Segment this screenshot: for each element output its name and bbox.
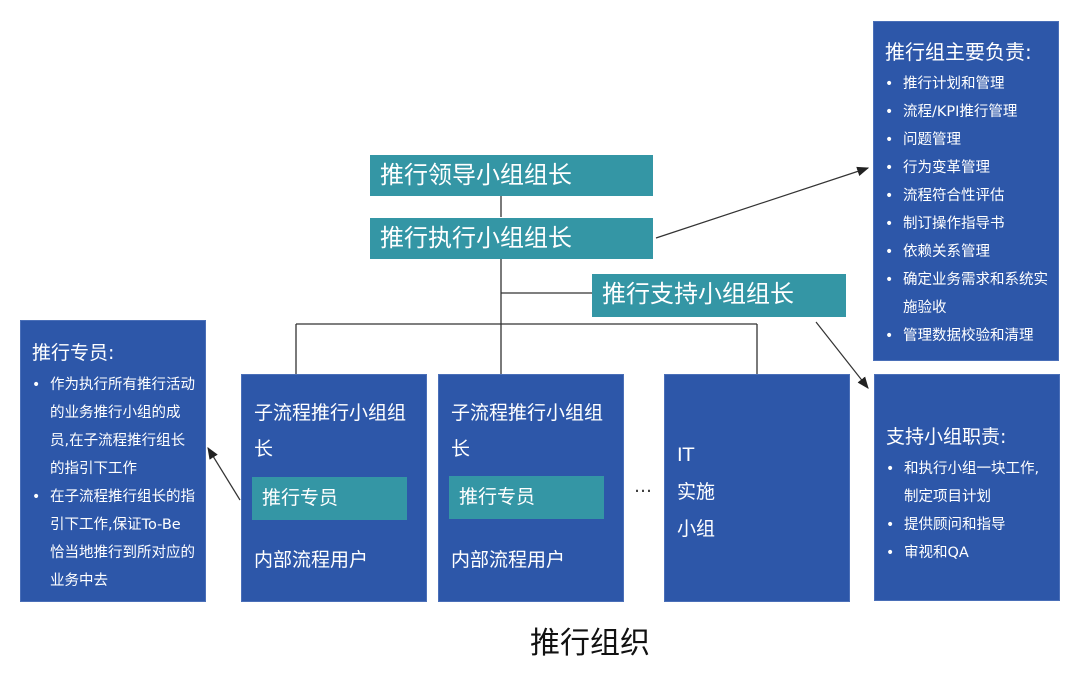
- list-item: 和执行小组一块工作,制定项目计划: [886, 455, 1049, 511]
- specialist-title: 推行专员:: [32, 342, 115, 364]
- it-group-box: IT 实施 小组: [664, 374, 850, 602]
- subgroup-box-2: 子流程推行小组组长 推行专员 内部流程用户: [438, 374, 624, 602]
- subgroup-users: 内部流程用户: [451, 549, 566, 571]
- support-title: 支持小组职责:: [886, 426, 1007, 448]
- list-item: 在子流程推行组长的指引下工作,保证To-Be恰当地推行到所对应的业务中去: [32, 483, 195, 595]
- list-item: 作为执行所有推行活动的业务推行小组的成员,在子流程推行组长的指引下工作: [32, 371, 195, 483]
- list-item: 依赖关系管理: [885, 238, 1048, 266]
- it-group-line-3: 小组: [677, 518, 716, 540]
- diagram-title: 推行组织: [530, 626, 650, 661]
- list-item: 制订操作指导书: [885, 210, 1048, 238]
- support-leader-label: 推行支持小组组长: [602, 280, 794, 308]
- list-item: 审视和QA: [886, 539, 1049, 567]
- support-leader-box: 推行支持小组组长: [592, 274, 846, 317]
- more-groups-ellipsis: …: [634, 476, 652, 497]
- list-item: 流程/KPI推行管理: [885, 98, 1048, 126]
- list-item: 确定业务需求和系统实施验收: [885, 266, 1048, 322]
- leader-label: 推行领导小组组长: [380, 161, 572, 189]
- subgroup-box-1: 子流程推行小组组长 推行专员 内部流程用户: [241, 374, 427, 602]
- list-item: 问题管理: [885, 126, 1048, 154]
- specialist-list: 作为执行所有推行活动的业务推行小组的成员,在子流程推行组长的指引下工作 在子流程…: [32, 371, 195, 595]
- subgroup-member-box: 推行专员: [449, 476, 604, 519]
- subgroup-member-label: 推行专员: [262, 487, 339, 509]
- specialist-panel: 推行专员: 作为执行所有推行活动的业务推行小组的成员,在子流程推行组长的指引下工…: [20, 320, 206, 602]
- list-item: 流程符合性评估: [885, 182, 1048, 210]
- list-item: 管理数据校验和清理: [885, 322, 1048, 350]
- leader-box: 推行领导小组组长: [370, 155, 653, 196]
- subgroup-title: 子流程推行小组组长: [254, 402, 407, 460]
- support-panel: 支持小组职责: 和执行小组一块工作,制定项目计划 提供顾问和指导 审视和QA: [874, 374, 1060, 601]
- execution-leader-box: 推行执行小组组长: [370, 218, 653, 259]
- list-item: 提供顾问和指导: [886, 511, 1049, 539]
- list-item: 行为变革管理: [885, 154, 1048, 182]
- responsibilities-title: 推行组主要负责:: [885, 40, 1032, 64]
- subgroup-member-box: 推行专员: [252, 477, 407, 520]
- responsibilities-panel: 推行组主要负责: 推行计划和管理 流程/KPI推行管理 问题管理 行为变革管理 …: [873, 21, 1059, 361]
- subgroup-member-label: 推行专员: [459, 486, 536, 508]
- responsibilities-list: 推行计划和管理 流程/KPI推行管理 问题管理 行为变革管理 流程符合性评估 制…: [885, 70, 1048, 350]
- subgroup-users: 内部流程用户: [254, 549, 369, 571]
- it-group-line-1: IT: [677, 444, 695, 466]
- subgroup-title: 子流程推行小组组长: [451, 402, 604, 460]
- support-list: 和执行小组一块工作,制定项目计划 提供顾问和指导 审视和QA: [886, 455, 1049, 567]
- list-item: 推行计划和管理: [885, 70, 1048, 98]
- execution-leader-label: 推行执行小组组长: [380, 224, 572, 252]
- it-group-line-2: 实施: [677, 481, 716, 503]
